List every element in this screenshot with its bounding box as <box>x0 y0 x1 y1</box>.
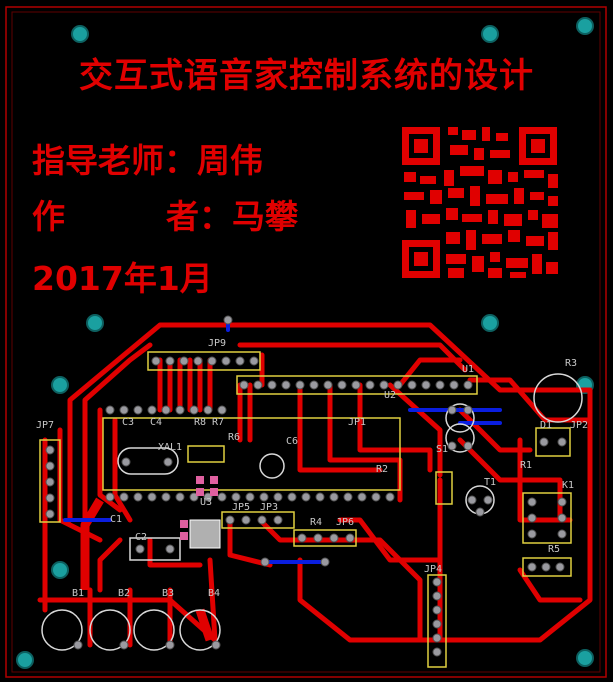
designator-c3: C3 <box>122 417 134 428</box>
designator-u3: U3 <box>200 497 212 508</box>
author-label: 作 <box>32 197 65 236</box>
designator-jp7: JP7 <box>36 420 54 431</box>
designator-r1: R1 <box>520 460 532 471</box>
advisor-line: 指导老师：周伟 <box>32 141 263 180</box>
component-outlines <box>39 351 572 668</box>
designator-jp5: JP5 <box>232 502 250 513</box>
date-line: 2017年1月 <box>32 259 213 298</box>
designator-b4: B4 <box>208 588 220 599</box>
designator-s1: S1 <box>436 444 448 455</box>
designator-jp1: JP1 <box>348 417 366 428</box>
designator-c1: C1 <box>110 514 122 525</box>
qr-code <box>402 127 558 278</box>
designator-r5: R5 <box>548 544 560 555</box>
designator-t1: T1 <box>484 477 496 488</box>
inner-outline <box>11 11 601 673</box>
author-line: 者：马攀 <box>166 197 298 236</box>
designator-jp6: JP6 <box>336 517 354 528</box>
designator-r6: R6 <box>228 432 240 443</box>
designator-b3: B3 <box>162 588 174 599</box>
designator-jp9: JP9 <box>208 338 226 349</box>
designator-u1: U1 <box>462 364 474 375</box>
smd-parts <box>180 476 221 549</box>
designator-r7: R7 <box>212 417 224 428</box>
designator-jp2: JP2 <box>570 420 588 431</box>
designator-jp3: JP3 <box>260 502 278 513</box>
designator-k1: K1 <box>562 480 574 491</box>
designator-b1: B1 <box>72 588 84 599</box>
designator-jp4: JP4 <box>424 564 442 575</box>
designator-r8: R8 <box>194 417 206 428</box>
designator-b2: B2 <box>118 588 130 599</box>
mounting-holes <box>16 17 594 669</box>
designator-c4: C4 <box>150 417 162 428</box>
board-outline <box>5 6 607 678</box>
designator-c2: C2 <box>135 532 147 543</box>
bottom-copper-traces <box>63 316 502 564</box>
designator-d1: D1 <box>540 420 552 431</box>
silkscreen-outlines <box>41 373 583 651</box>
designator-u2: U2 <box>384 390 396 401</box>
designator-r3: R3 <box>565 358 577 369</box>
designator-r2: R2 <box>376 464 388 475</box>
designator-xal1: XAL1 <box>158 442 182 453</box>
designator-r4: R4 <box>310 517 322 528</box>
component-pads <box>45 315 567 657</box>
thick-copper-fills <box>80 497 215 642</box>
designator-c6: C6 <box>286 436 298 447</box>
page-title: 交互式语音家控制系统的设计 <box>79 56 534 96</box>
